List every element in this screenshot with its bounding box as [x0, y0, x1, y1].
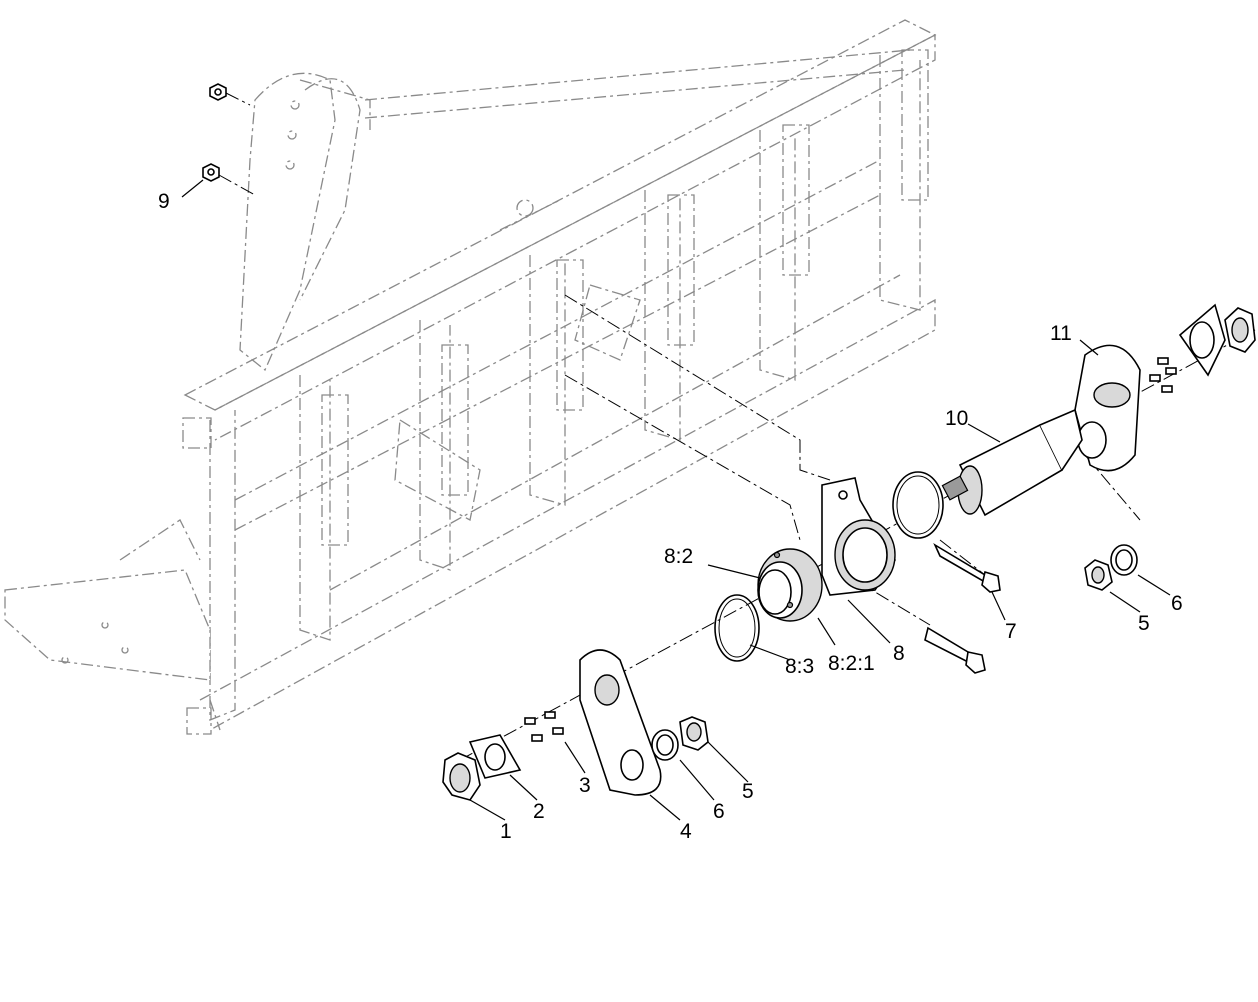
callout-4: 4 [680, 820, 692, 843]
large-nut-upper [1224, 307, 1256, 353]
bolt-7-upper [933, 542, 1001, 593]
axis-line-lower [564, 374, 801, 541]
leader-lines [181, 179, 1171, 821]
shim-plate-upper [1178, 303, 1226, 377]
callout-11: 11 [1050, 322, 1072, 345]
callout-8-2: 8:2 [664, 545, 693, 568]
set-screws-3 [524, 711, 564, 742]
callout-9: 9 [158, 190, 170, 213]
callout-8-3: 8:3 [785, 655, 814, 678]
axis-line-upper [564, 294, 831, 481]
washer-6-upper [1110, 544, 1138, 576]
nut-9 [202, 163, 220, 182]
shim-plate-2 [468, 734, 522, 779]
snap-ring-8-3 [714, 594, 760, 662]
bolt-7-lower [924, 626, 986, 674]
callout-5-lower: 5 [742, 780, 754, 803]
callout-6-lower: 6 [713, 800, 725, 823]
callout-7: 7 [1005, 620, 1017, 643]
pivot-plate-11 [1074, 344, 1177, 472]
callout-3: 3 [579, 774, 591, 797]
pivot-arm-4 [579, 649, 662, 796]
callout-5-upper: 5 [1138, 612, 1150, 635]
cylinder-10 [941, 408, 1083, 517]
bearing-8-2 [757, 548, 823, 622]
callout-2: 2 [533, 800, 545, 823]
phantom-boom-frame [4, 19, 937, 735]
callout-10: 10 [945, 407, 968, 430]
callout-6-upper: 6 [1171, 592, 1183, 615]
large-nut-1 [442, 752, 481, 801]
bearing-housing-8 [821, 477, 896, 596]
nut-5-upper [1084, 559, 1113, 591]
snap-ring-upper [892, 471, 944, 539]
nut-5-lower [679, 716, 709, 751]
callout-1: 1 [500, 820, 512, 843]
nut-9-upper [209, 83, 227, 101]
callout-8: 8 [893, 642, 905, 665]
callout-8-2-1: 8:2:1 [828, 652, 875, 675]
washer-6-lower [651, 729, 679, 761]
